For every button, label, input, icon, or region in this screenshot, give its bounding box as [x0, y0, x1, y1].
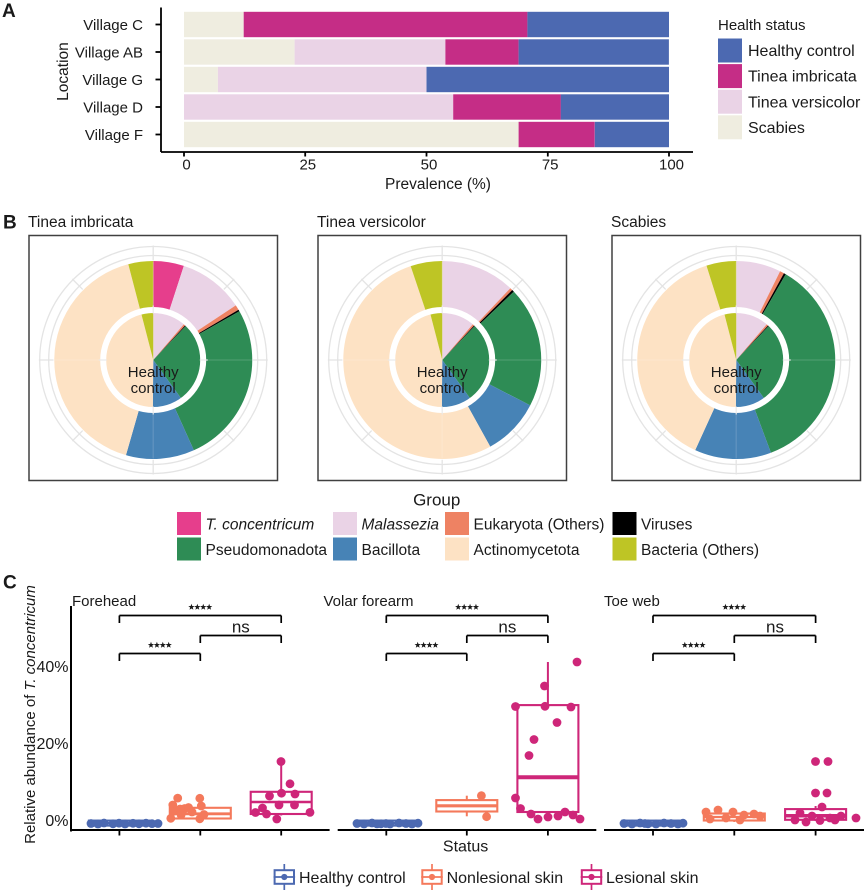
svg-text:Lesional skin: Lesional skin	[606, 870, 699, 887]
svg-text:Bacteria (Others): Bacteria (Others)	[641, 542, 759, 559]
svg-text:T. concentricum: T. concentricum	[206, 517, 315, 534]
svg-text:Viruses: Viruses	[641, 517, 693, 534]
svg-text:Forehead: Forehead	[72, 593, 136, 610]
svg-text:ns: ns	[498, 618, 516, 637]
svg-text:Healthy control: Healthy control	[299, 870, 406, 887]
svg-text:Eukaryota (Others): Eukaryota (Others)	[474, 517, 605, 534]
svg-text:0: 0	[182, 156, 190, 173]
svg-text:Village F: Village F	[85, 127, 143, 144]
svg-text:ns: ns	[766, 618, 784, 637]
svg-text:ns: ns	[232, 618, 250, 637]
svg-text:Status: Status	[443, 839, 488, 856]
svg-text:Malassezia: Malassezia	[362, 517, 440, 534]
svg-text:Village G: Village G	[82, 72, 143, 89]
svg-text:100: 100	[659, 156, 684, 173]
svg-text:control: control	[420, 380, 465, 397]
svg-text:B: B	[3, 213, 17, 234]
svg-text:Toe web: Toe web	[604, 593, 660, 610]
svg-text:Group: Group	[413, 491, 460, 510]
svg-text:A: A	[2, 1, 16, 22]
svg-text:40%: 40%	[36, 659, 68, 676]
svg-text:Volar forearm: Volar forearm	[324, 593, 414, 610]
svg-text:Village AB: Village AB	[75, 44, 143, 61]
svg-text:Pseudomonadota: Pseudomonadota	[206, 542, 328, 559]
svg-text:Tinea versicolor: Tinea versicolor	[317, 214, 426, 231]
svg-text:75: 75	[542, 156, 559, 173]
svg-text:control: control	[714, 380, 759, 397]
svg-text:Healthy control: Healthy control	[748, 43, 855, 60]
svg-text:Village C: Village C	[83, 17, 143, 34]
svg-text:Relative abundance of T. conce: Relative abundance of T. concentricum	[22, 585, 39, 844]
svg-text:Health status: Health status	[718, 17, 806, 34]
svg-text:Village D: Village D	[83, 99, 143, 116]
svg-text:Healthy: Healthy	[711, 364, 762, 381]
svg-text:0%: 0%	[45, 813, 68, 830]
svg-text:Scabies: Scabies	[748, 120, 805, 137]
svg-text:25: 25	[299, 156, 316, 173]
svg-text:Prevalence (%): Prevalence (%)	[385, 176, 491, 193]
svg-text:20%: 20%	[36, 736, 68, 753]
svg-text:Actinomycetota: Actinomycetota	[474, 542, 580, 559]
svg-text:Location: Location	[55, 42, 72, 101]
svg-text:Healthy: Healthy	[128, 364, 179, 381]
svg-text:Tinea versicolor: Tinea versicolor	[748, 94, 861, 111]
svg-text:Tinea imbricata: Tinea imbricata	[28, 214, 134, 231]
svg-text:Healthy: Healthy	[417, 364, 468, 381]
svg-text:Bacillota: Bacillota	[362, 542, 421, 559]
svg-text:control: control	[131, 380, 176, 397]
svg-text:Nonlesional skin: Nonlesional skin	[447, 870, 564, 887]
svg-text:50: 50	[421, 156, 438, 173]
svg-text:C: C	[3, 573, 17, 594]
svg-text:Scabies: Scabies	[611, 214, 666, 231]
svg-text:Tinea imbricata: Tinea imbricata	[748, 69, 857, 86]
